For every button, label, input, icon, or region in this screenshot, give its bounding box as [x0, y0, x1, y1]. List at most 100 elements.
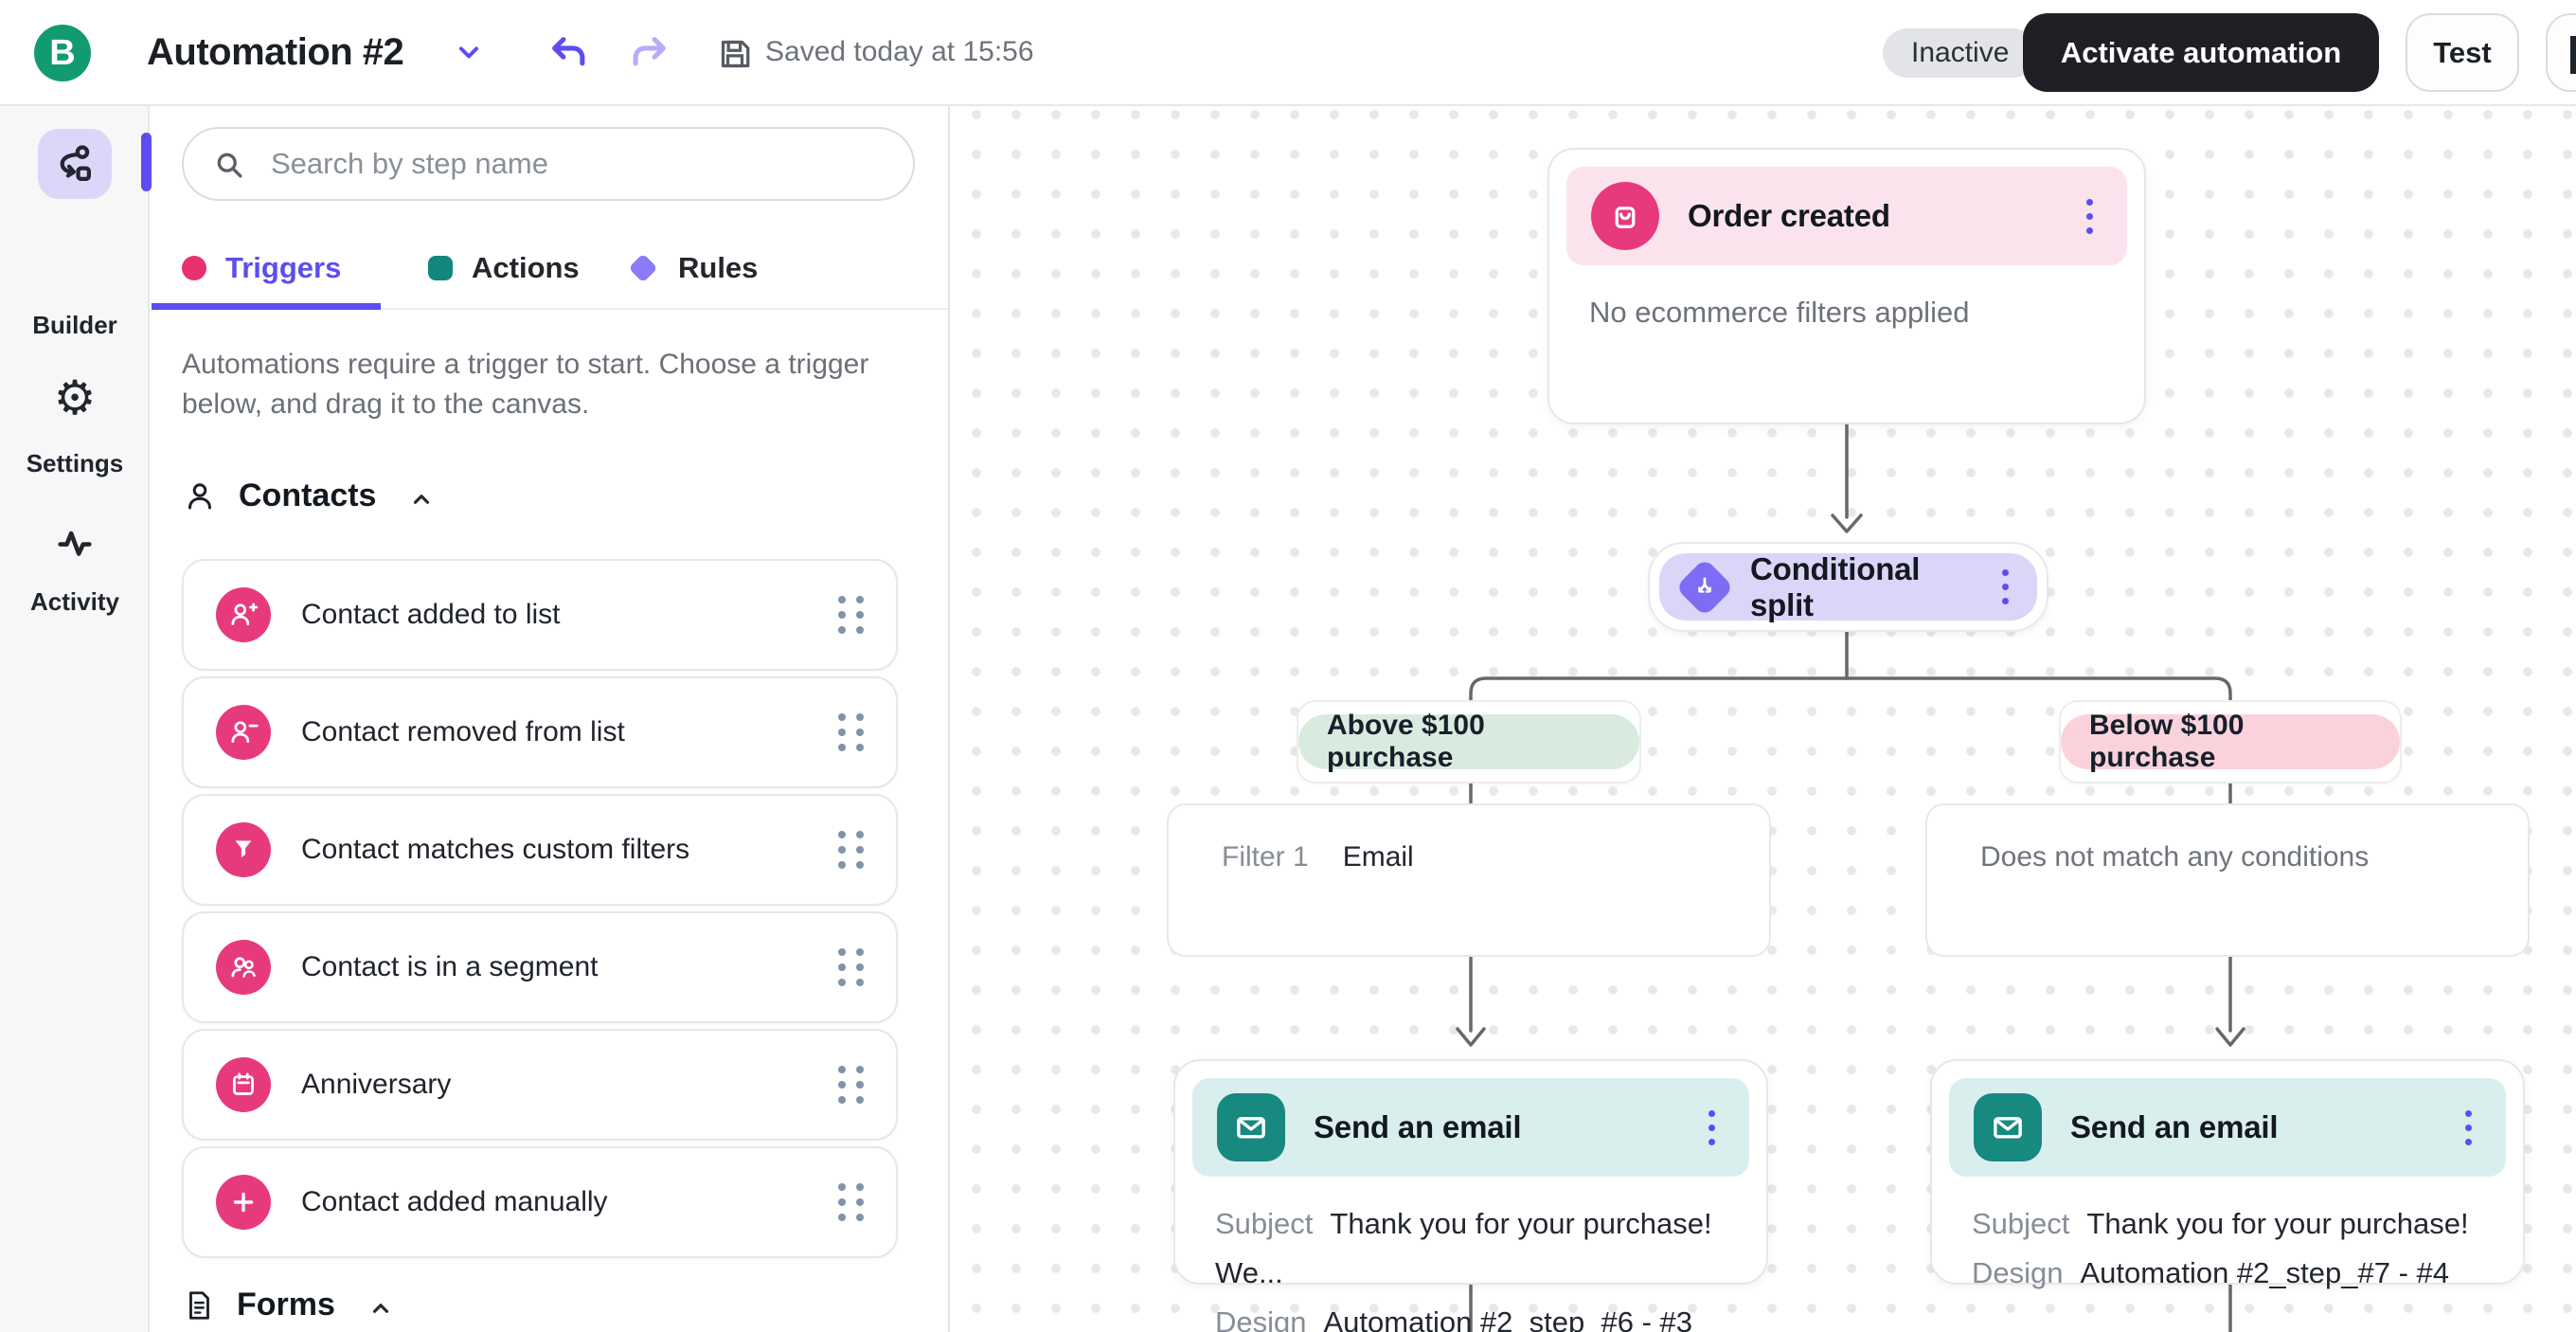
branch-badge-label: Below $100 purchase [2061, 710, 2400, 773]
partial-right-button[interactable] [2546, 13, 2576, 92]
section-title: Forms [237, 1287, 335, 1323]
drag-handle-icon[interactable] [838, 596, 864, 634]
brevo-logo[interactable]: B [34, 25, 91, 81]
drag-handle-icon[interactable] [838, 831, 864, 869]
actions-square-icon [428, 256, 453, 280]
subject-value: Thank you for your purchase! [2086, 1207, 2469, 1240]
search-input[interactable] [271, 131, 886, 197]
design-label: Design [1972, 1256, 2064, 1289]
redo-icon[interactable] [629, 32, 671, 79]
trigger-label: Contact added manually [301, 1186, 608, 1217]
envelope-icon [1217, 1093, 1285, 1161]
split-diamond-icon [1674, 557, 1735, 617]
trigger-label: Anniversary [301, 1069, 452, 1100]
drag-handle-icon[interactable] [838, 948, 864, 986]
trigger-card[interactable]: Contact removed from list [182, 676, 898, 788]
kebab-menu-icon[interactable] [1699, 1101, 1725, 1155]
kebab-menu-icon[interactable] [1993, 560, 2018, 614]
trigger-card[interactable]: Contact matches custom filters [182, 794, 898, 906]
subject-label: Subject [1215, 1207, 1314, 1240]
trigger-card[interactable]: Contact added to list [182, 559, 898, 671]
person-plus-icon [216, 587, 271, 642]
sidebar-item-label: Builder [32, 311, 117, 339]
tab-label: Actions [472, 251, 580, 284]
page-title: Automation #2 [147, 30, 404, 73]
funnel-icon [216, 822, 271, 877]
drag-handle-icon[interactable] [838, 713, 864, 751]
brevo-logo-letter: B [49, 32, 76, 73]
title-chevron-down-icon[interactable] [455, 39, 483, 72]
sidebar-item-label: Settings [26, 449, 124, 477]
drag-handle-icon[interactable] [838, 1183, 864, 1221]
trigger-label: Contact added to list [301, 599, 561, 630]
tab-label: Triggers [225, 251, 342, 284]
chevron-up-icon[interactable] [408, 486, 435, 513]
active-nav-indicator [141, 133, 152, 191]
gear-icon: ⚙ [53, 371, 97, 424]
triggers-description: Automations require a trigger to start. … [182, 349, 869, 420]
tab-triggers[interactable]: Triggers [182, 239, 341, 297]
drag-handle-icon[interactable] [838, 1066, 864, 1104]
triggers-dot-icon [182, 256, 206, 280]
filter-label: Filter 1 [1222, 841, 1309, 873]
calendar-icon [216, 1057, 271, 1112]
trigger-label: Contact is in a segment [301, 951, 599, 982]
filter-value: Email [1342, 841, 1414, 873]
shopping-bag-icon [1591, 182, 1659, 250]
header: B Automation #2 Saved today at 15:56 Ina… [0, 0, 2576, 106]
kebab-menu-icon[interactable] [2456, 1101, 2481, 1155]
envelope-icon [1974, 1093, 2042, 1161]
save-icon [716, 35, 754, 78]
node-header: Conditional split [1659, 550, 2037, 622]
tab-rules[interactable]: Rules [628, 239, 758, 297]
sidebar: Builder ⚙ Settings Activity [0, 106, 150, 1332]
node-header: Order created [1566, 167, 2127, 265]
undo-icon[interactable] [547, 32, 589, 79]
node-title: Send an email [2070, 1109, 2279, 1144]
branch-badge-right[interactable]: Below $100 purchase [2059, 700, 2402, 783]
condition-box-left[interactable]: Filter 1 Email [1167, 803, 1771, 957]
person-outline-icon [188, 482, 211, 509]
chevron-up-icon[interactable] [367, 1295, 394, 1322]
trigger-card[interactable]: Contact added manually [182, 1146, 898, 1258]
branch-badge-left[interactable]: Above $100 purchase [1297, 700, 1641, 783]
kebab-menu-icon[interactable] [2077, 189, 2102, 243]
search-icon [217, 153, 242, 178]
node-title: Send an email [1314, 1109, 1522, 1144]
trigger-card[interactable]: Contact is in a segment [182, 911, 898, 1023]
email-design-row: Design Automation #2_step_#7 - #4 [1972, 1249, 2469, 1298]
condition-note: Does not match any conditions [1980, 841, 2370, 873]
node-title: Conditional split [1750, 550, 1921, 622]
rules-diamond-icon [628, 253, 658, 283]
node-conditional-split[interactable]: Conditional split [1648, 542, 2048, 632]
document-icon [189, 1290, 209, 1320]
builder-flow-icon [38, 129, 112, 199]
trigger-card[interactable]: Anniversary [182, 1029, 898, 1141]
node-title: Order created [1688, 198, 1890, 233]
node-order-created[interactable]: Order created No ecommerce filters appli… [1547, 148, 2146, 424]
steps-panel: Triggers Actions Rules Automations requi… [152, 106, 948, 1332]
test-button[interactable]: Test [2406, 13, 2519, 92]
status-badge: Inactive [1883, 28, 2038, 78]
design-value: Automation #2_step_#7 - #4 [2080, 1256, 2450, 1289]
sidebar-item-label: Activity [30, 587, 119, 616]
plus-icon [216, 1175, 271, 1230]
node-header: Send an email [1949, 1078, 2506, 1177]
section-forms[interactable]: Forms [182, 1287, 394, 1323]
activate-automation-button[interactable]: Activate automation [2023, 13, 2379, 92]
section-contacts[interactable]: Contacts [182, 477, 435, 514]
activity-pulse-icon [53, 521, 97, 569]
subject-value: Thank you for your purchase! We... [1215, 1207, 1712, 1289]
branch-badge-label: Above $100 purchase [1298, 710, 1639, 773]
tabs-divider [152, 308, 948, 310]
condition-box-right[interactable]: Does not match any conditions [1925, 803, 2530, 957]
node-body-text: No ecommerce filters applied [1589, 296, 1970, 329]
partial-letter [2570, 36, 2576, 74]
node-header: Send an email [1192, 1078, 1749, 1177]
tab-actions[interactable]: Actions [428, 239, 580, 297]
